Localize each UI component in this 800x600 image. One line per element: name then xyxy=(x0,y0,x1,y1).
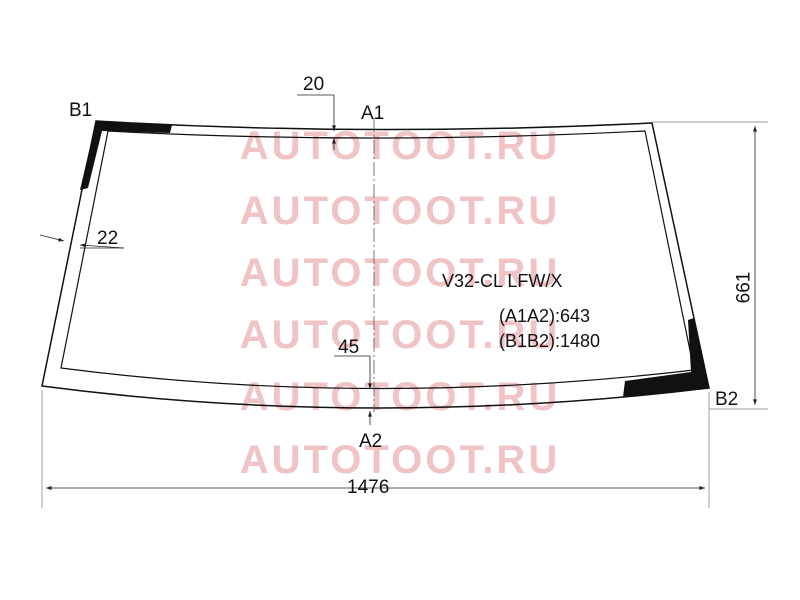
glass-outline-outer xyxy=(41,120,710,409)
dimension-bottom-margin: 45 xyxy=(338,337,360,358)
point-label-b2: B2 xyxy=(715,389,739,410)
point-label-a1: A1 xyxy=(361,103,385,124)
spec-b1b2: (B1B2):1480 xyxy=(499,331,601,351)
model-code: V32-CL LFW/X xyxy=(442,271,563,291)
dimension-height: 661 xyxy=(733,271,755,304)
point-label-a2: A2 xyxy=(359,431,383,452)
point-label-b1: B1 xyxy=(69,100,93,121)
spec-a1a2: (A1A2):643 xyxy=(499,306,591,326)
black-band-bottom-right xyxy=(623,318,709,397)
dimension-top-margin: 20 xyxy=(303,74,325,95)
dimension-side-margin: 22 xyxy=(97,228,119,249)
dimension-width: 1476 xyxy=(347,477,390,498)
side-margin-arrow-left xyxy=(39,234,65,242)
glass-outline-inner xyxy=(60,130,695,390)
black-band-top-left xyxy=(80,121,172,190)
side-margin-arrow-right xyxy=(79,243,125,249)
